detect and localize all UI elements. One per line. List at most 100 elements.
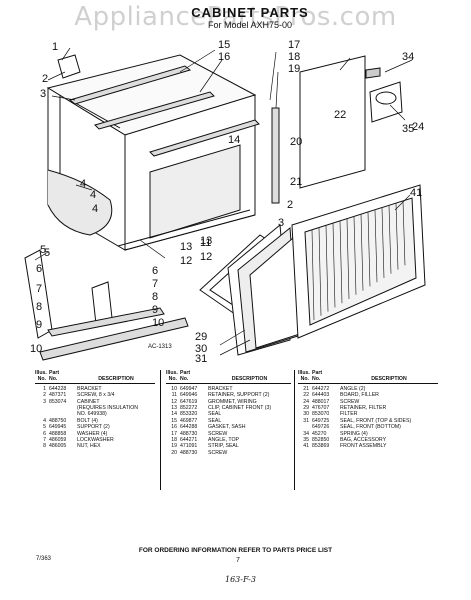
- callout-number: 5: [44, 247, 50, 259]
- part-number: 852272: [180, 405, 198, 412]
- callout-number: 5: [40, 244, 46, 256]
- part-description: BOLT (4): [77, 417, 98, 424]
- table-row: (REQUIRES INSULATION: [35, 405, 155, 411]
- part-number: 644271: [180, 437, 198, 444]
- callout-number: 7: [152, 278, 158, 290]
- part-description: NO. 649938): [77, 411, 107, 418]
- callout-number: 31: [195, 353, 207, 365]
- illus-number: 14: [171, 411, 177, 418]
- illus-number: 20: [171, 449, 177, 456]
- part-description: GASKET, SASH: [208, 424, 246, 431]
- part-description: RETAINER, FILTER: [340, 405, 387, 412]
- page-number: 7: [236, 557, 240, 564]
- callout-number: 3: [40, 88, 46, 100]
- part-number: 644403: [312, 392, 330, 399]
- grille-slat: [318, 227, 322, 316]
- grille-slat: [395, 203, 399, 270]
- callout-number: 10: [30, 343, 42, 355]
- illus-number: 35: [303, 437, 309, 444]
- illus-number: 29: [303, 405, 309, 412]
- grille-slat: [325, 225, 329, 312]
- part-number: 488750: [49, 417, 67, 424]
- part-description: SEAL: [208, 411, 222, 418]
- part-number: 488730: [180, 449, 198, 456]
- callout-number: 10: [152, 317, 164, 329]
- callout-number: 9: [36, 319, 42, 331]
- illus-number: 24: [303, 398, 309, 405]
- exploded-parts-diagram: 1234456789101112131415161718192021222429…: [24, 39, 426, 365]
- illus-number: 30: [303, 411, 309, 418]
- callout-number: 15: [218, 39, 230, 51]
- illus-number: 4: [43, 417, 46, 424]
- callout-number: 12: [200, 251, 212, 263]
- part-description: SPRING (4): [340, 430, 368, 437]
- callout-number: 20: [290, 136, 302, 148]
- part-description: SEAL, FRONT (TOP & SIDES): [340, 417, 412, 424]
- document-code: 7/363: [36, 556, 52, 562]
- illus-number: 22: [303, 392, 309, 399]
- illus-number: 6: [43, 430, 46, 437]
- illus-number: 10: [171, 385, 177, 392]
- illus-number: 17: [171, 430, 177, 437]
- part-number: 476707: [312, 405, 330, 412]
- table-row: NO. 649938): [35, 411, 155, 417]
- grille-slat: [402, 201, 406, 266]
- callout-number: 21: [290, 176, 302, 188]
- table-divider: [160, 370, 161, 490]
- part-description: ANGLE, TOP: [208, 437, 239, 444]
- grille-slat: [360, 214, 364, 291]
- grille-slat: [381, 207, 385, 279]
- part-description: ANGLE (2): [340, 385, 366, 392]
- callout-number: 35: [402, 123, 414, 135]
- part-description: SCREW: [340, 398, 360, 405]
- grille-slat: [374, 210, 378, 283]
- illus-number: 16: [171, 424, 177, 431]
- grille-slat: [339, 221, 343, 304]
- callout-number: 8: [36, 301, 42, 313]
- part-description: BAG, ACCESSORY: [340, 437, 387, 444]
- filler-board: [299, 55, 366, 189]
- illus-number: 3: [43, 398, 46, 405]
- model-subtitle: For Model AXH75-00: [207, 20, 293, 30]
- callout-number: 6: [36, 263, 42, 275]
- part-number: 852850: [312, 437, 330, 444]
- callout-number: 4: [80, 178, 86, 190]
- callout-number: 19: [288, 63, 300, 75]
- part-number: 644228: [49, 385, 67, 392]
- bracket-part: [57, 54, 81, 79]
- illus-number: 18: [171, 437, 177, 444]
- watermark: AppliancePartsPros.com: [74, 2, 397, 32]
- grille-slat: [346, 218, 350, 300]
- illus-number: 15: [171, 417, 177, 424]
- part-number: 649725: [312, 417, 330, 424]
- part-description: SEAL: [208, 417, 222, 424]
- callout-number: 22: [334, 109, 346, 121]
- callout-number: 12: [180, 255, 192, 267]
- part-description: (REQUIRES INSULATION: [77, 405, 139, 412]
- grille-slat: [388, 205, 392, 274]
- illus-number: 31: [303, 417, 309, 424]
- callout-number: 4: [92, 203, 98, 215]
- part-number: 487371: [49, 392, 67, 399]
- callout-number: 14: [228, 134, 240, 146]
- callout-number: 11: [200, 237, 211, 249]
- grille-slat: [353, 216, 357, 295]
- callout-number: 8: [152, 291, 158, 303]
- callout-number: 18: [288, 51, 300, 63]
